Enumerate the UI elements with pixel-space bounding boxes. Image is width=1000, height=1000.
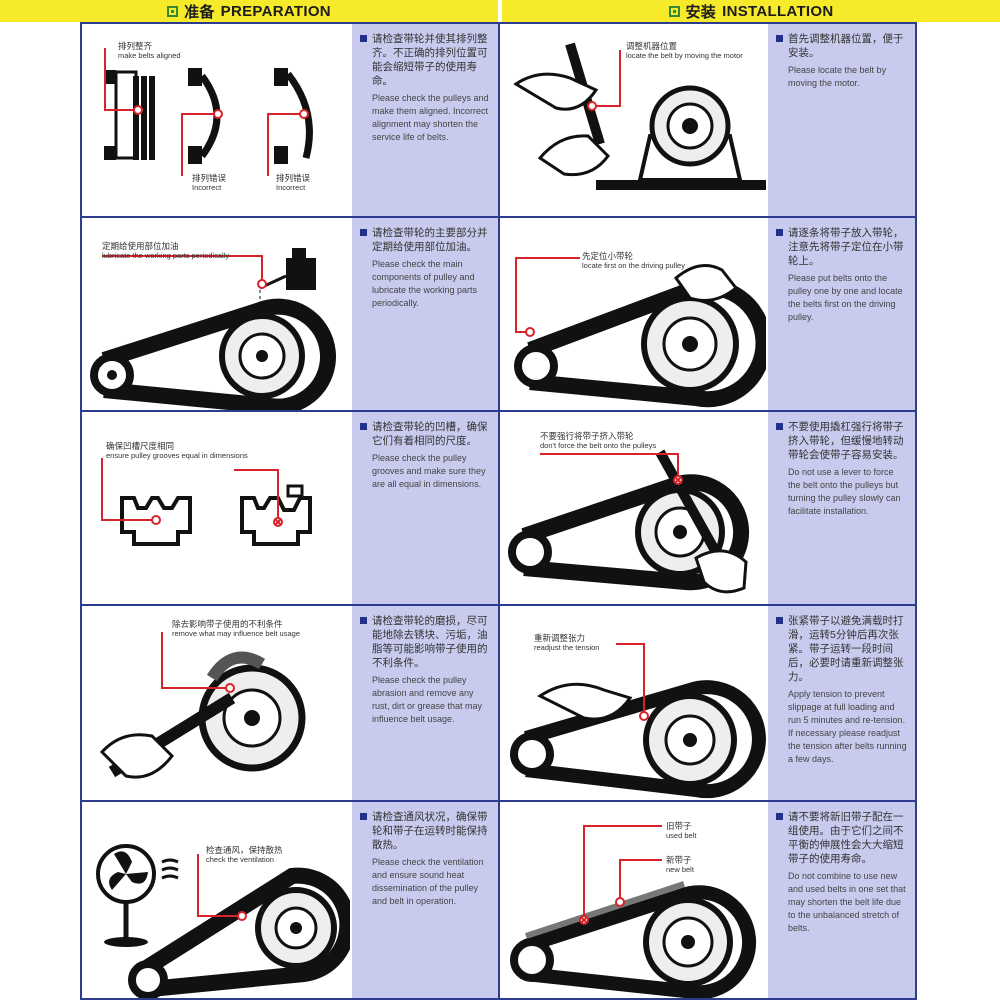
prep-step-align-text: 请检查带轮并使其排列整齐。不正确的排列位置可能会缩短带子的使用寿命。 Pleas… <box>352 24 498 216</box>
prep-step-ventilation-text: 请检查通风状况，确保带轮和带子在运转时能保持散热。 Please check t… <box>352 802 498 998</box>
prep-step-grooves-text: 请检查带轮的凹槽，确保它们有着相同的尺度。 Please check the p… <box>352 412 498 604</box>
install-step-driving-pulley-text: 请逐条将带子放入带轮，注意先将带子定位在小带轮上。 Please put bel… <box>768 218 915 410</box>
install-step-position-text: 首先调整机器位置，便于安装。 Please locate the belt by… <box>768 24 915 216</box>
section-icon <box>167 5 179 17</box>
prep-step-clean-text: 请检查带轮的磨损，尽可能地除去锈块、污垢，油脂等可能影响带子使用的不利条件。 P… <box>352 606 498 800</box>
preparation-header-zh: 准备 <box>184 3 215 21</box>
installation-header-en: INSTALLATION <box>722 2 834 20</box>
install-step-mixed-belts-text: 请不要将新旧带子配在一组使用。由于它们之间不平衡的伸展性会大大缩短带子的使用寿命… <box>768 802 915 998</box>
section-icon <box>668 5 680 17</box>
install-step-no-lever-text: 不要使用撬杠强行将带子挤入带轮，但缓慢地转动带轮会使带子容易安装。 Do not… <box>768 412 915 604</box>
preparation-header-en: PREPARATION <box>220 2 331 20</box>
install-step-tension-text: 张紧带子以避免满载时打滑，运转5分钟后再次张紧。带子运转一段时间后，必要时请重新… <box>768 606 915 800</box>
installation-header: 安装 INSTALLATION <box>502 0 1000 22</box>
installation-header-zh: 安装 <box>685 3 717 21</box>
preparation-header: 准备 PREPARATION <box>0 0 498 22</box>
prep-step-lubricate-text: 请检查带轮的主要部分并定期给使用部位加油。 Please check the m… <box>352 218 498 410</box>
